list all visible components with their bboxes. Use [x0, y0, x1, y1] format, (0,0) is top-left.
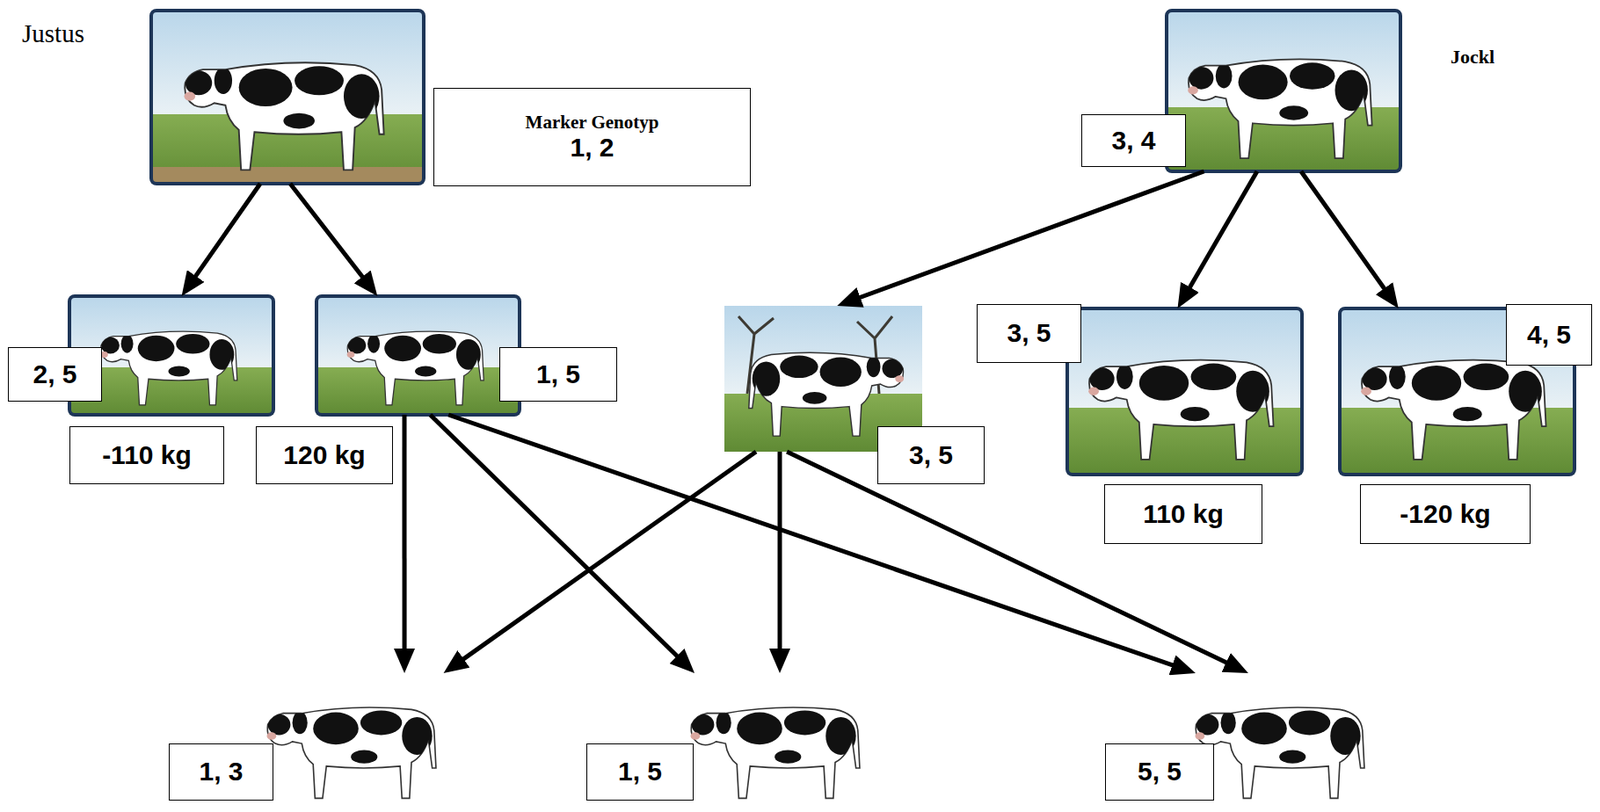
genotype-box: 1, 5: [586, 743, 694, 801]
label-text: 120 kg: [283, 440, 365, 472]
photo-frame: [1067, 308, 1302, 475]
yield-box: -120 kg: [1360, 484, 1531, 545]
genotype-box: 3, 5: [877, 426, 985, 485]
label-text: Marker Genotyp: [525, 111, 660, 133]
bull-figure: [1088, 360, 1273, 460]
bull-name: Jockl: [1450, 45, 1495, 68]
label-text: 1, 5: [618, 756, 662, 788]
name-text: Jockl: [1450, 45, 1495, 68]
animal-photo: 1, 3: [260, 673, 450, 812]
genotype-box: 1, 3: [168, 743, 274, 801]
label-text: 4, 5: [1527, 320, 1571, 351]
animal-photo: 3, 5110 kg: [1067, 308, 1302, 475]
bull-figure: [1187, 58, 1372, 159]
connector-arrow: [778, 451, 783, 653]
genotype-box: 2, 5: [7, 347, 102, 402]
yield-box: -110 kg: [69, 426, 225, 485]
marker-box: Marker Genotyp1, 2: [433, 87, 751, 187]
label-text: 110 kg: [1142, 499, 1224, 531]
photo-frame: [1339, 308, 1575, 475]
bull-figure: [100, 331, 238, 406]
bull-figure: [347, 331, 485, 406]
genotype-box: 4, 5: [1505, 304, 1593, 366]
animal-photo: 4, 5-120 kg: [1339, 308, 1575, 475]
yield-box: 120 kg: [255, 426, 393, 485]
label-text: 3, 5: [909, 440, 953, 472]
cow-figure-group: [749, 352, 904, 437]
label-text: 1, 2: [569, 132, 614, 164]
bull-figure: [183, 62, 384, 170]
calf-figure: [690, 707, 860, 799]
connector-arrow: [193, 183, 261, 279]
connector-arrow: [857, 171, 1205, 299]
label-text: 1, 5: [536, 359, 581, 391]
bull-figure: [1360, 360, 1546, 460]
label-text: 2, 5: [32, 359, 77, 391]
calf-figure: [267, 707, 437, 799]
genotype-box: 5, 5: [1105, 743, 1215, 801]
photo-frame: [1166, 10, 1401, 172]
animal-photo: 5, 5: [1188, 673, 1378, 812]
genotype-box: 3, 5: [976, 304, 1082, 364]
connector-arrow: [1301, 171, 1387, 291]
photo-frame: [316, 296, 520, 415]
bull-name: Justus: [21, 19, 85, 49]
connector-arrow: [460, 451, 757, 662]
genotype-box: 1, 5: [499, 347, 618, 402]
animal-photo: 1, 5: [683, 673, 873, 812]
animal-photo: 2, 5-110 kg: [69, 296, 274, 415]
yield-box: 110 kg: [1104, 484, 1263, 545]
label-text: -120 kg: [1399, 499, 1491, 531]
photo-frame: [151, 10, 424, 184]
label-text: 3, 4: [1111, 125, 1156, 157]
photo-ground: [151, 167, 424, 184]
animal-photo: 1, 5120 kg: [316, 296, 520, 415]
label-text: 5, 5: [1137, 756, 1182, 788]
label-text: 3, 5: [1006, 318, 1051, 350]
calf-figure: [1195, 707, 1365, 799]
genotype-box: 3, 4: [1081, 114, 1186, 168]
label-text: 1, 3: [198, 756, 243, 788]
connector-arrow: [402, 414, 408, 653]
connector-arrow: [448, 414, 1176, 667]
connector-arrow: [290, 183, 364, 280]
label-text: -110 kg: [101, 440, 192, 472]
name-text: Justus: [21, 19, 85, 48]
connector-arrow: [1188, 171, 1258, 291]
animal-photo: JustusMarker Genotyp1, 2: [151, 10, 424, 184]
animal-photo: 3, 5: [724, 305, 923, 452]
cow-figure: [749, 352, 904, 437]
animal-photo: Jockl3, 4: [1166, 10, 1401, 172]
